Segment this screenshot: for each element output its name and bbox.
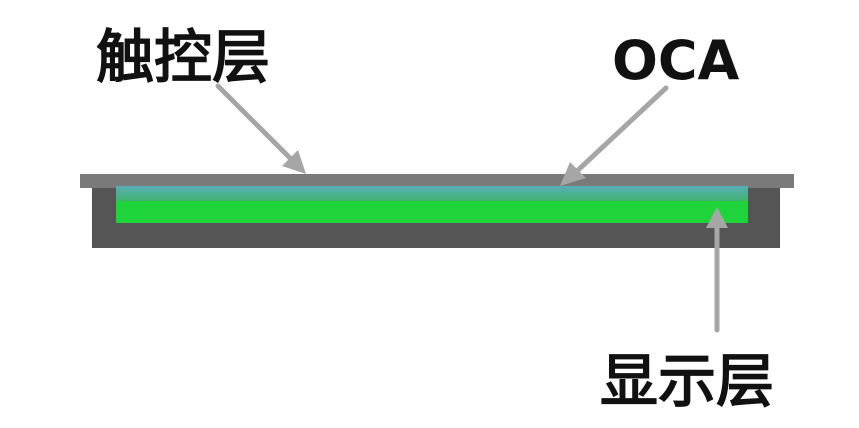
oca-label: OCA (612, 29, 740, 92)
touch-layer-glass (80, 174, 794, 188)
display-layer (116, 201, 748, 223)
touch-layer-label: 触控层 (96, 23, 271, 91)
oca-layer (116, 186, 748, 202)
display-layer-arrow (706, 207, 728, 333)
oca-arrow (560, 85, 669, 186)
touch-layer-arrow (215, 83, 306, 174)
display-layer-label: 显示层 (600, 347, 775, 415)
